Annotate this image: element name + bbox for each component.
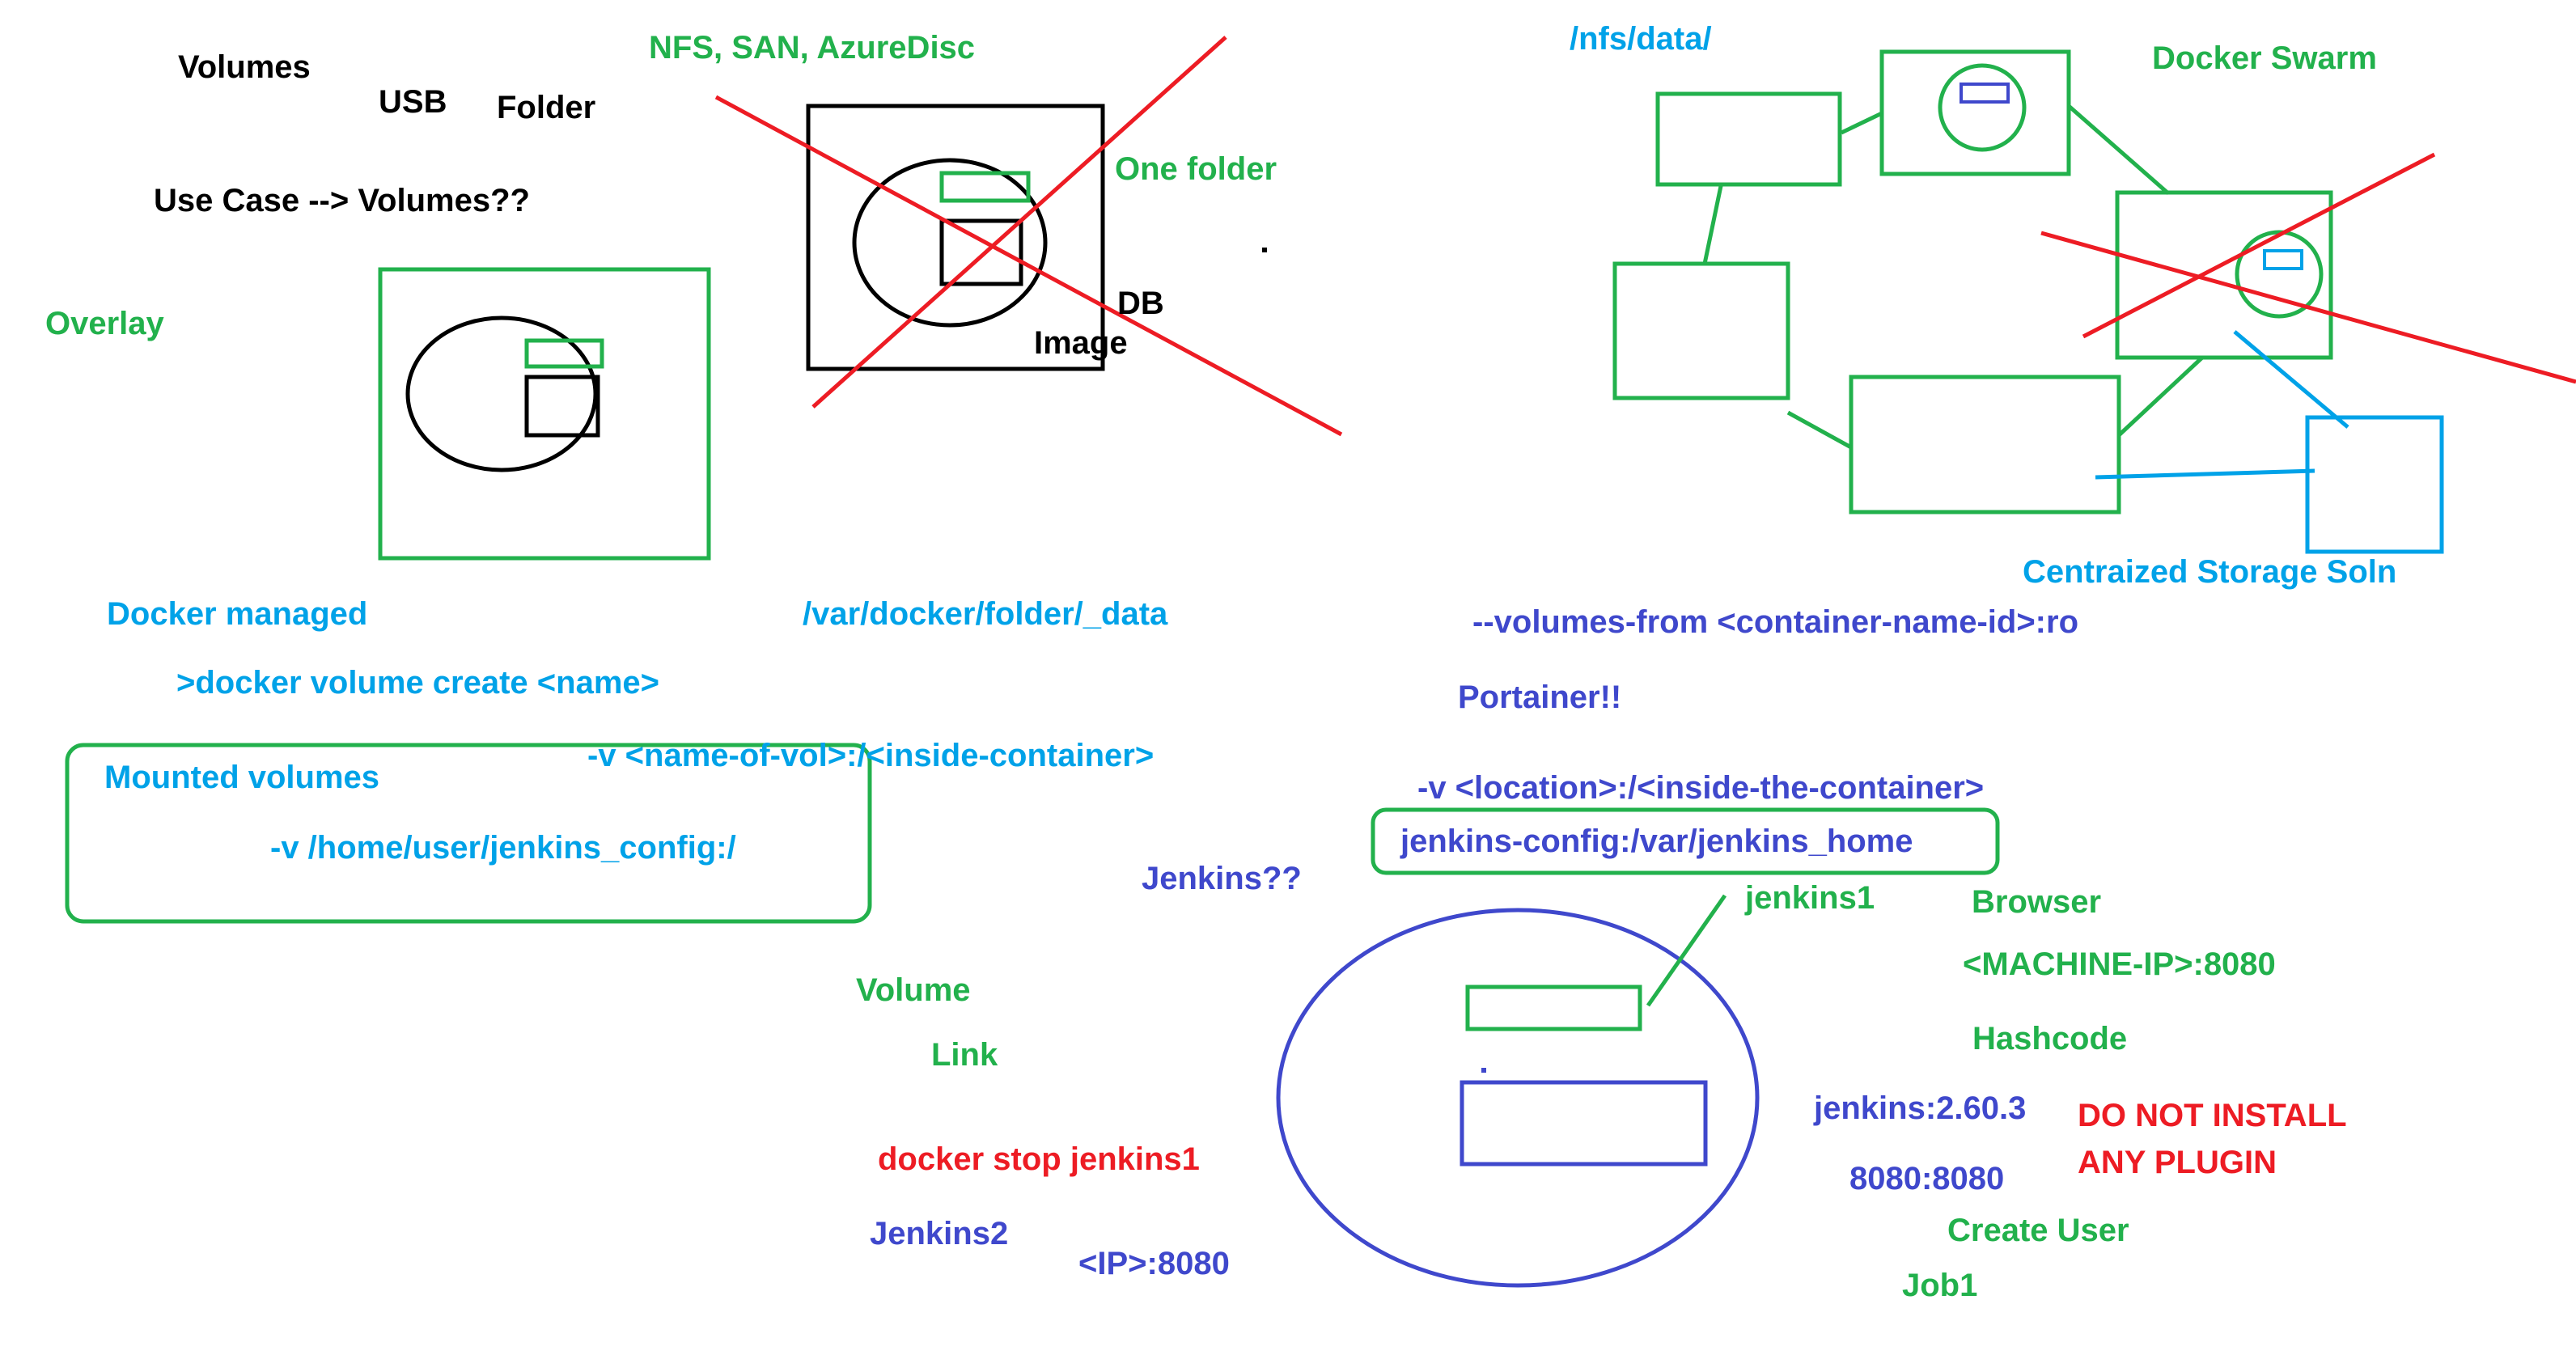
label-any-plugin: ANY PLUGIN — [2078, 1145, 2277, 1180]
label-jenkins-config-mapping: jenkins-config:/var/jenkins_home — [1400, 824, 1913, 859]
label-ip-port: <IP>:8080 — [1078, 1246, 1230, 1281]
swarm-node-5 — [1849, 375, 2121, 514]
swarm-link-2-3 — [2067, 104, 2170, 195]
jenkins-image-rect — [1460, 1080, 1708, 1167]
label-volume: Volume — [856, 972, 971, 1008]
label-mounted-volumes: Mounted volumes — [104, 760, 380, 795]
swarm-node-2 — [1879, 49, 2071, 176]
swarm-link-1-4 — [1702, 185, 1723, 265]
label-volumes-from: --volumes-from <container-name-id>:ro — [1472, 604, 2079, 640]
swarm-node-3-container — [2235, 230, 2324, 319]
label-create-user: Create User — [1947, 1213, 2129, 1248]
swarm-node-1 — [1655, 91, 1842, 187]
overlay-image-rect — [524, 375, 600, 438]
label-centralized-storage: Centraized Storage Soln — [2023, 554, 2397, 590]
label-one-folder: One folder — [1115, 151, 1277, 187]
label-overlay: Overlay — [45, 306, 164, 341]
swarm-link-5-3 — [2117, 356, 2204, 437]
label-job1: Job1 — [1902, 1268, 1978, 1303]
label-db: DB — [1117, 286, 1164, 321]
label-docker-volume-create: >docker volume create <name> — [176, 665, 659, 701]
jenkins-container-circle — [1276, 908, 1760, 1288]
label-v-home-jenkins: -v /home/user/jenkins_config:/ — [270, 830, 736, 866]
storage-link-3 — [2233, 330, 2349, 429]
label-docker-swarm: Docker Swarm — [2152, 40, 2377, 76]
label-var-docker-folder: /var/docker/folder/_data — [803, 596, 1168, 632]
swarm-node-3-volume — [2263, 249, 2303, 270]
label-folder: Folder — [497, 90, 596, 125]
cross-line-2 — [811, 36, 1227, 409]
label-jenkins-question: Jenkins?? — [1142, 861, 1302, 896]
storage-link-5 — [2095, 468, 2315, 480]
jenkins-config-box — [1371, 807, 2000, 875]
swarm-node-4 — [1612, 261, 1790, 400]
crossed-container-circle — [852, 158, 1048, 328]
crossed-host-box — [806, 104, 1105, 371]
label-v-name-of-vol: -v <name-of-vol>:/<inside-container> — [587, 738, 1155, 773]
label-image: Image — [1034, 325, 1128, 361]
jenkins-volume-rect — [1465, 984, 1642, 1031]
dot-mark — [1262, 248, 1267, 252]
crossed-volume-rect — [939, 171, 1031, 203]
label-jenkins2: Jenkins2 — [870, 1216, 1009, 1251]
label-jenkins1: jenkins1 — [1745, 880, 1875, 916]
label-usb: USB — [379, 84, 447, 120]
swarm-cross-line-2 — [2082, 152, 2436, 339]
overlay-volume-rect — [524, 338, 604, 369]
jenkins-dot — [1481, 1068, 1486, 1073]
swarm-cross-line-1 — [2040, 231, 2576, 384]
label-nfs-data: /nfs/data/ — [1570, 21, 1712, 57]
label-portainer: Portainer!! — [1458, 680, 1622, 715]
swarm-node-3 — [2115, 190, 2333, 360]
label-link: Link — [931, 1037, 998, 1073]
mounted-volumes-box — [65, 743, 872, 924]
label-use-case: Use Case --> Volumes?? — [154, 183, 530, 218]
label-do-not-install: DO NOT INSTALL — [2078, 1098, 2347, 1133]
label-hashcode: Hashcode — [1972, 1021, 2128, 1056]
swarm-node-2-container — [1938, 63, 2027, 152]
swarm-link-4-5 — [1786, 410, 1853, 450]
label-machine-ip: <MACHINE-IP>:8080 — [1963, 946, 2276, 982]
label-jenkins-version: jenkins:2.60.3 — [1814, 1090, 2027, 1126]
swarm-link-1-2 — [1840, 111, 1883, 135]
label-port-mapping: 8080:8080 — [1849, 1161, 2005, 1196]
overlay-container-circle — [405, 315, 598, 472]
swarm-node-2-volume — [1960, 83, 2010, 104]
cross-line-1 — [714, 95, 1343, 437]
label-volumes: Volumes — [178, 49, 311, 85]
jenkins1-pointer — [1646, 894, 1727, 1007]
label-docker-stop: docker stop jenkins1 — [878, 1141, 1200, 1177]
central-storage-box — [2305, 415, 2444, 554]
label-v-location: -v <location>:/<inside-the-container> — [1417, 770, 1985, 806]
overlay-host-box — [378, 267, 711, 561]
label-browser: Browser — [1972, 884, 2102, 920]
label-docker-managed: Docker managed — [107, 596, 368, 632]
label-nfs-san: NFS, SAN, AzureDisc — [649, 30, 976, 66]
crossed-db-rect — [939, 218, 1023, 286]
